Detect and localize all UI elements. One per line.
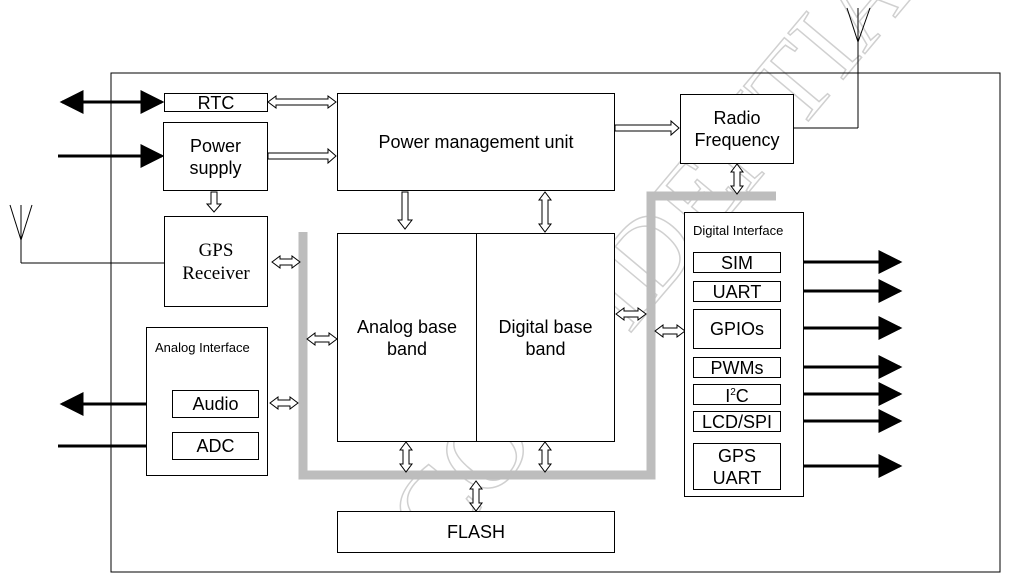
flash-label: FLASH xyxy=(446,522,506,542)
digital-interface-title: Digital Interface xyxy=(693,223,784,238)
gpios-label: GPIOs xyxy=(709,319,764,339)
antenna-icon xyxy=(793,7,871,129)
antenna-icon xyxy=(9,204,164,264)
i2c-label: I2C xyxy=(725,382,749,407)
radio-label: Radio Frequency xyxy=(694,108,780,150)
i2c-label-i: I xyxy=(725,386,731,406)
gps-receiver-block: GPS Receiver xyxy=(164,216,268,307)
rtc-label: RTC xyxy=(197,92,235,113)
uart-label: UART xyxy=(712,281,762,302)
pwms-block: PWMs xyxy=(693,357,781,378)
module-outline xyxy=(110,72,1001,573)
digital-baseband-block: Digital base band xyxy=(476,233,615,442)
adc-block: ADC xyxy=(172,432,259,460)
sim-label: SIM xyxy=(720,252,753,273)
analog-baseband-label: Analog base band xyxy=(356,316,458,359)
i2c-label-sup: 2 xyxy=(730,387,736,398)
rtc-block: RTC xyxy=(164,92,268,113)
lcd-spi-block: LCD/SPI xyxy=(693,411,781,432)
power-supply-block: Power supply xyxy=(163,122,268,191)
i2c-label-c: C xyxy=(735,386,749,406)
sim-block: SIM xyxy=(693,252,781,273)
audio-label: Audio xyxy=(192,394,239,414)
hollow-arrows-vertical xyxy=(205,163,744,512)
radio-frequency-block: Radio Frequency xyxy=(680,94,794,164)
power-management-unit-block: Power management unit xyxy=(337,93,615,191)
adc-label: ADC xyxy=(196,436,235,456)
i2c-block: I2C xyxy=(693,382,781,407)
uart-block: UART xyxy=(693,281,781,302)
analog-interface-title: Analog Interface xyxy=(155,340,250,355)
pwms-label: PWMs xyxy=(710,357,764,378)
internal-bus xyxy=(298,191,776,480)
gps-uart-label: GPS UART xyxy=(712,445,762,488)
gps-uart-block: GPS UART xyxy=(693,443,781,490)
power-supply-label: Power supply xyxy=(189,135,242,178)
flash-block: FLASH xyxy=(337,511,615,553)
hollow-arrows xyxy=(267,95,686,410)
audio-block: Audio xyxy=(172,390,259,418)
gpios-block: GPIOs xyxy=(693,309,781,349)
pmu-label: Power management unit xyxy=(378,132,574,152)
analog-baseband-block: Analog base band xyxy=(337,233,477,442)
digital-baseband-label: Digital base band xyxy=(498,316,593,359)
lcd-spi-label: LCD/SPI xyxy=(701,411,773,432)
gps-receiver-label: GPS Receiver xyxy=(182,239,250,284)
